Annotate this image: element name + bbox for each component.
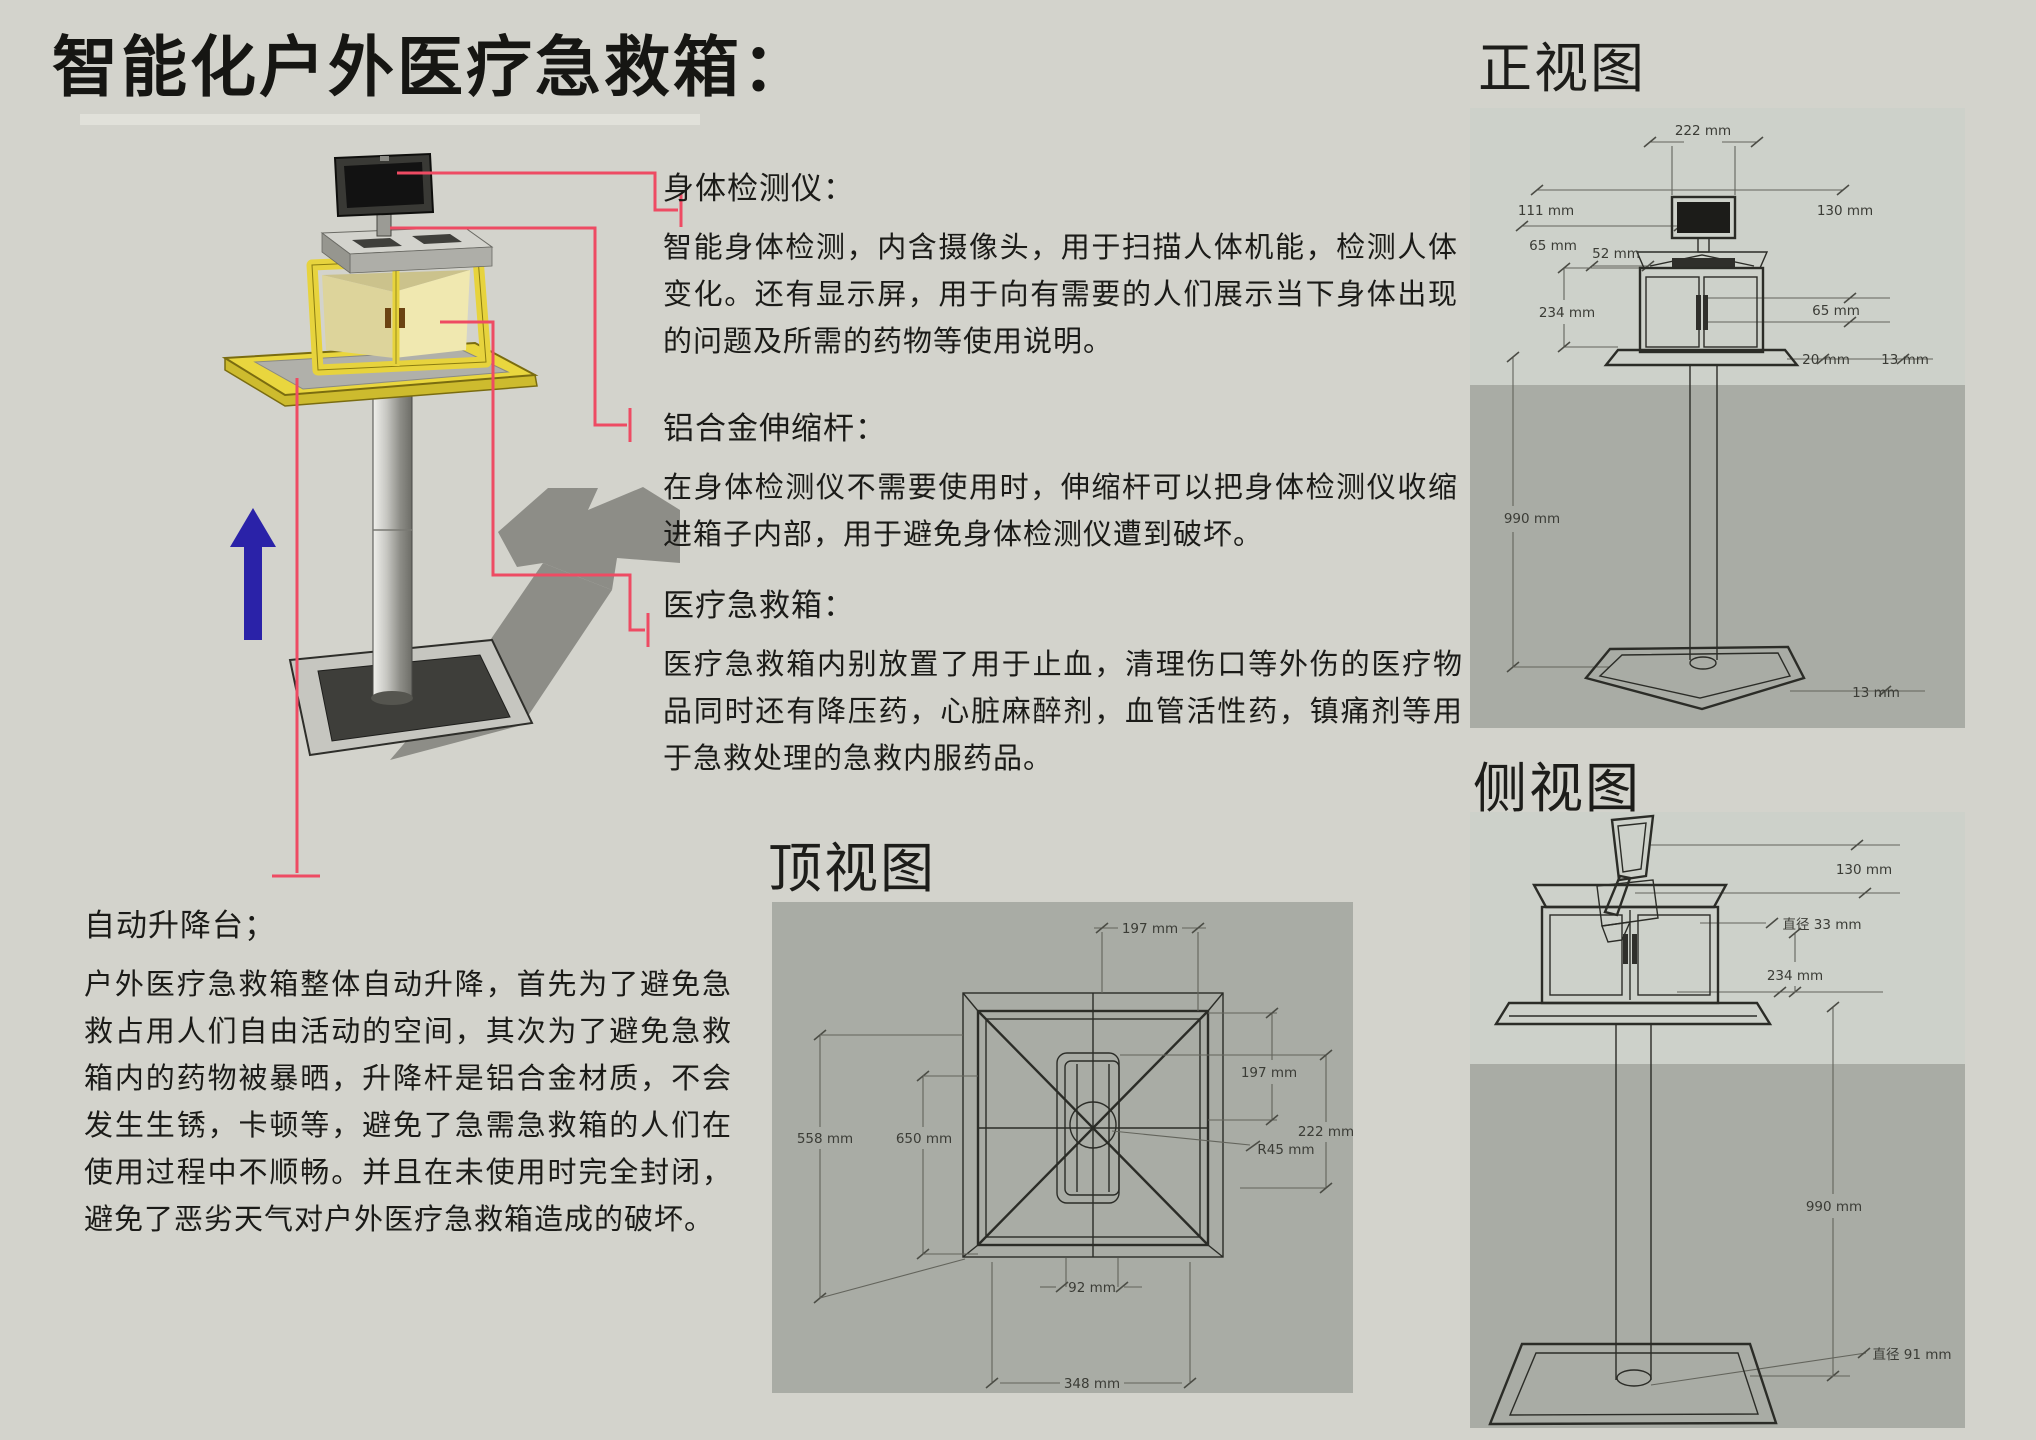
dim-label-222: 222 mm [1298,1124,1353,1140]
annotation-rod-heading: 铝合金伸缩杆： [663,411,887,446]
front-view-dimension-lines [1506,136,1933,697]
dim-label-990: 990 mm [1504,511,1560,527]
dim-label-348: 348 mm [1064,1376,1120,1392]
annotation-detector: 身体检测仪： 智能身体检测，内含摄像头，用于扫描人体机能，检测人体变化。还有显示… [663,163,1458,366]
dim-label-111: 111 mm [1518,203,1574,219]
dim-label-130: 130 mm [1817,203,1873,219]
front-view-drawing: 222 mm 111 mm 130 mm 65 mm 52 mm 234 mm … [1470,108,1965,728]
dim-label-d91: 直径 91 mm [1872,1347,1951,1363]
dim-label-990: 990 mm [1806,1199,1862,1215]
device-illustration [80,114,700,878]
front-view-dimension-labels: 222 mm 111 mm 130 mm 65 mm 52 mm 234 mm … [1504,123,1929,701]
top-view-background [772,902,1353,1393]
annotation-box-body: 医疗急救箱内别放置了用于止血，清理伤口等外伤的医疗物品同时还有降压药，心脏麻醉剂… [663,649,1463,775]
device-monitor [333,152,435,218]
annotation-lift-heading: 自动升降台； [84,908,276,943]
lift-arrow-icon [230,508,276,640]
background-highlight-band [80,114,700,125]
side-view-dimension-labels: 130 mm 直径 33 mm 234 mm 990 mm 直径 91 mm [1767,862,1952,1363]
front-view-device [1583,195,1806,711]
dim-label-r45: R45 mm [1257,1142,1314,1158]
dim-label-d33: 直径 33 mm [1782,917,1861,933]
dim-label-65r: 65 mm [1812,303,1860,319]
side-view-device [1488,814,1778,1426]
dim-label-197t: 197 mm [1122,921,1178,937]
front-view-title: 正视图 [1478,39,1646,99]
dim-label-222: 222 mm [1675,123,1731,139]
dim-label-92: 92 mm [1068,1280,1116,1296]
side-view-drawing: 130 mm 直径 33 mm 234 mm 990 mm 直径 91 mm [1470,812,1965,1428]
dim-label-197r: 197 mm [1241,1065,1297,1081]
leader-line-box [440,320,645,632]
device-aid-box [306,252,492,376]
device-top-unit [320,226,494,274]
annotation-rod: 铝合金伸缩杆： 在身体检测仪不需要使用时，伸缩杆可以把身体检测仪收缩进箱子内部，… [663,403,1458,559]
top-view-title: 顶视图 [768,839,936,899]
door-handle-right [399,308,405,328]
annotation-detector-body: 智能身体检测，内含摄像头，用于扫描人体机能，检测人体变化。还有显示屏，用于向有需… [663,232,1458,358]
dim-label-650: 650 mm [896,1131,952,1147]
dim-label-52: 52 mm [1592,246,1640,262]
side-view-title: 侧视图 [1473,759,1641,819]
annotation-detector-heading: 身体检测仪： [663,171,855,206]
annotation-leader-lines [272,171,683,878]
dim-label-20: 20 mm [1802,352,1850,368]
dim-label-558: 558 mm [797,1131,853,1147]
dim-label-65l: 65 mm [1529,238,1577,254]
annotation-rod-body: 在身体检测仪不需要使用时，伸缩杆可以把身体检测仪收缩进箱子内部，用于避免身体检测… [663,472,1458,551]
page-title: 智能化户外医疗急救箱： [52,32,811,105]
annotation-box: 医疗急救箱： 医疗急救箱内别放置了用于止血，清理伤口等外伤的医疗物品同时还有降压… [663,580,1463,783]
side-view-dimension-lines [1635,839,1900,1386]
annotation-lift-body: 户外医疗急救箱整体自动升降，首先为了避免急救占用人们自由活动的空间，其次为了避免… [84,969,732,1236]
top-view-drawing: 197 mm 558 mm 650 mm 197 mm 222 mm R45 m… [772,902,1353,1393]
door-handle-left [385,308,391,328]
dim-label-234: 234 mm [1539,305,1595,321]
top-view-device [962,992,1224,1258]
device-lift-pole [371,384,413,705]
side-view-ground [1470,1064,1965,1428]
dim-label-13a: 13 mm [1881,352,1929,368]
annotation-box-heading: 医疗急救箱： [663,588,855,623]
dim-label-234: 234 mm [1767,968,1823,984]
leader-line-detector [397,171,678,212]
top-view-dimension-labels: 197 mm 558 mm 650 mm 197 mm 222 mm R45 m… [797,921,1353,1392]
leader-line-rod [390,226,627,427]
dim-label-130: 130 mm [1836,862,1892,878]
annotation-lift: 自动升降台； 户外医疗急救箱整体自动升降，首先为了避免急救占用人们自由活动的空间… [84,900,732,1244]
top-view-dimension-lines [813,922,1333,1389]
front-view-sky [1470,108,1965,385]
dim-label-13b: 13 mm [1852,685,1900,701]
camera-icon [380,156,389,161]
